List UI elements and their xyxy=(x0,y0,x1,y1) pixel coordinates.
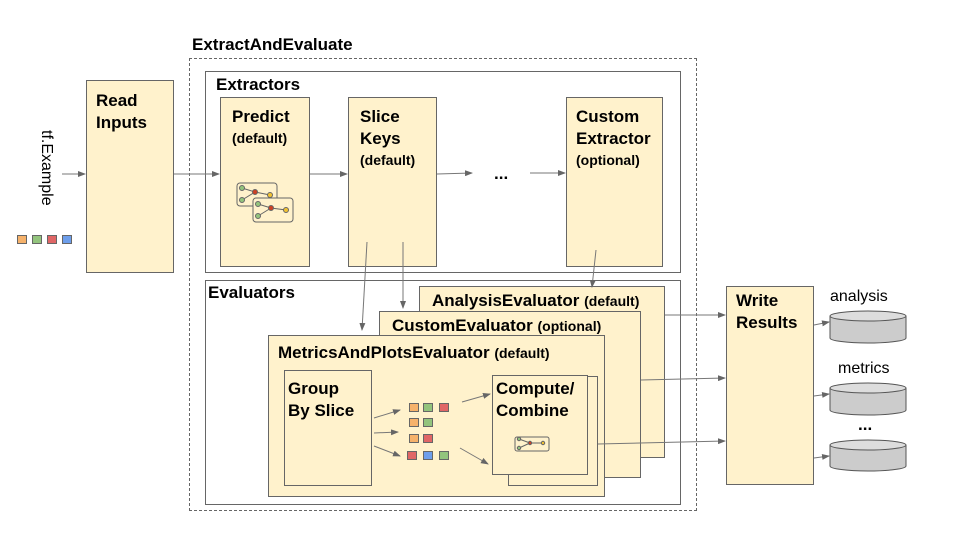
slice-keys-extractor: Slice Keys (default) xyxy=(348,97,437,267)
output-label-metrics: metrics xyxy=(838,360,890,377)
slice-square xyxy=(407,451,417,460)
slice-square xyxy=(409,403,419,412)
input-square xyxy=(32,235,42,244)
group-by-slice-label: Group By Slice xyxy=(288,379,355,420)
small-graph-icon xyxy=(514,436,550,452)
predict-tag: (default) xyxy=(232,130,288,146)
slice-keys-tag: (default) xyxy=(360,152,416,168)
output-label-more: ... xyxy=(858,415,873,434)
model-graph-icon xyxy=(236,182,294,223)
custom-evaluator-name: CustomEvaluator xyxy=(392,316,533,335)
metrics-evaluator-name: MetricsAndPlotsEvaluator xyxy=(278,343,490,362)
custom-extractor-tag: (optional) xyxy=(576,152,640,168)
slice-square xyxy=(439,403,449,412)
slice-keys-name: Slice Keys xyxy=(360,107,401,148)
input-square xyxy=(62,235,72,244)
read-inputs-box: Read Inputs xyxy=(86,80,174,273)
write-results-label: Write Results xyxy=(736,291,798,332)
slice-square xyxy=(409,418,419,427)
arrows xyxy=(62,170,830,465)
custom-extractor-name: Custom Extractor xyxy=(576,107,651,148)
extract-evaluate-title: ExtractAndEvaluate xyxy=(192,35,353,54)
predict-extractor: Predict (default) xyxy=(220,97,310,267)
slice-square xyxy=(423,434,433,443)
database-icons xyxy=(829,310,907,472)
write-results-box: Write Results xyxy=(726,286,814,485)
analysis-evaluator-tag: (default) xyxy=(584,293,640,309)
input-square xyxy=(17,235,27,244)
predict-name: Predict xyxy=(232,107,290,126)
slice-square xyxy=(439,451,449,460)
group-by-slice: Group By Slice xyxy=(284,370,372,486)
slice-square xyxy=(423,403,433,412)
compute-combine-label: Compute/ Combine xyxy=(496,379,575,420)
extractors-ellipsis: ... xyxy=(494,164,509,183)
extract-evaluate-box xyxy=(189,58,697,511)
database-icon xyxy=(829,316,907,344)
metrics-evaluator-tag: (default) xyxy=(494,345,550,361)
custom-extractor: Custom Extractor (optional) xyxy=(566,97,663,267)
database-icon xyxy=(829,445,907,472)
read-inputs-label: Read Inputs xyxy=(96,91,147,132)
database-icon xyxy=(829,388,907,416)
custom-evaluator-tag: (optional) xyxy=(537,318,602,334)
input-square xyxy=(47,235,57,244)
slice-square xyxy=(423,418,433,427)
output-label-analysis: analysis xyxy=(830,288,888,305)
slice-square xyxy=(423,451,433,460)
analysis-evaluator-name: AnalysisEvaluator xyxy=(432,291,580,310)
extractors-label: Extractors xyxy=(216,75,301,94)
compute-combine: Compute/ Combine xyxy=(492,375,588,475)
evaluators-label: Evaluators xyxy=(208,283,295,302)
slice-square xyxy=(409,434,419,443)
